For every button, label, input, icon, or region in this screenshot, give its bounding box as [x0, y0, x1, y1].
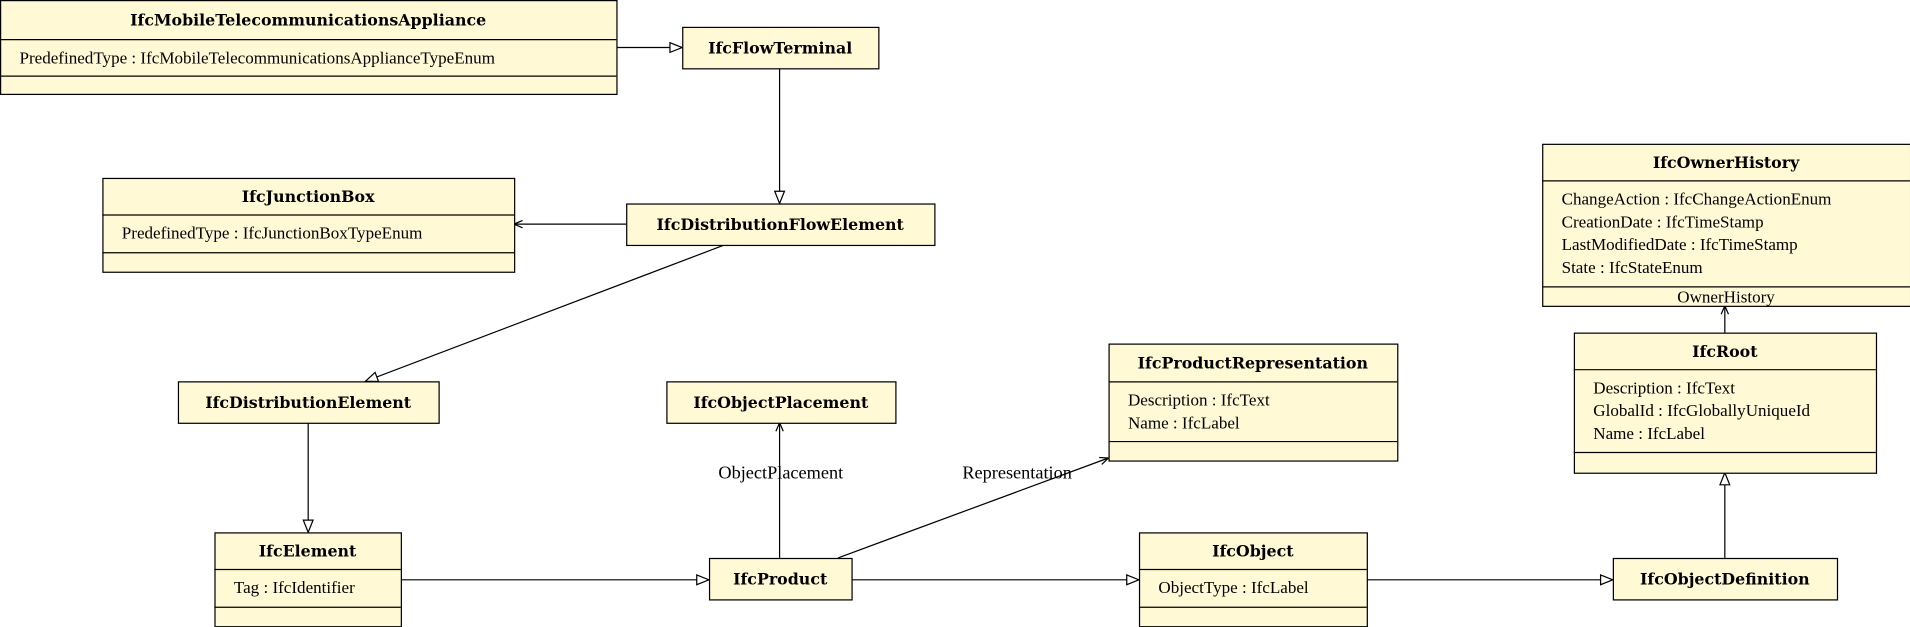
- class-box: [1542, 143, 1910, 307]
- class-name: IfcMobileTelecommunicationsAppliance: [130, 11, 486, 30]
- edge-label-objectplacement: ObjectPlacement: [718, 463, 843, 483]
- class-placement[interactable]: IfcObjectPlacement: [666, 381, 897, 424]
- edge-label-representation: Representation: [962, 463, 1072, 483]
- class-attribute: Description : IfcText: [1128, 391, 1270, 410]
- class-flowterminal[interactable]: IfcFlowTerminal: [682, 26, 880, 70]
- class-attribute: Name : IfcLabel: [1593, 424, 1705, 443]
- edges: ObjectPlacement Representation: [308, 48, 1725, 580]
- class-box: [102, 177, 516, 273]
- class-box: [1612, 557, 1839, 601]
- class-name: IfcRoot: [1692, 342, 1758, 361]
- class-name: IfcJunctionBox: [242, 187, 375, 206]
- class-name: IfcFlowTerminal: [708, 39, 852, 58]
- class-name: IfcProductRepresentation: [1138, 353, 1369, 372]
- class-box: [1138, 532, 1368, 627]
- class-attribute: State : IfcStateEnum: [1562, 258, 1703, 277]
- edge-dfe-to-distel: [365, 244, 725, 381]
- class-attribute: GlobalId : IfcGloballyUniqueId: [1593, 401, 1810, 420]
- class-box: [626, 203, 936, 247]
- class-name: IfcProduct: [733, 570, 828, 589]
- class-name: IfcOwnerHistory: [1653, 153, 1800, 172]
- class-name: IfcObject: [1212, 542, 1294, 561]
- class-box: [0, 0, 618, 96]
- class-name: IfcObjectDefinition: [1640, 570, 1810, 589]
- class-box: [666, 381, 897, 424]
- class-box: [682, 26, 880, 70]
- class-name: IfcDistributionFlowElement: [657, 215, 905, 234]
- class-box: [1573, 332, 1878, 474]
- class-attribute: Description : IfcText: [1593, 378, 1735, 397]
- edge-product-to-representation: [837, 458, 1108, 559]
- class-attribute: PredefinedType : IfcJunctionBoxTypeEnum: [122, 224, 423, 243]
- class-name: IfcObjectPlacement: [693, 393, 869, 412]
- class-attribute: ObjectType : IfcLabel: [1158, 578, 1309, 597]
- class-name: IfcDistributionElement: [205, 393, 412, 412]
- class-objdef[interactable]: IfcObjectDefinition: [1612, 557, 1839, 601]
- class-attribute: Name : IfcLabel: [1128, 413, 1240, 432]
- class-attribute: PredefinedType : IfcMobileTelecommunicat…: [19, 48, 494, 67]
- class-product[interactable]: IfcProduct: [708, 557, 853, 601]
- class-attribute: CreationDate : IfcTimeStamp: [1562, 212, 1764, 231]
- class-dfe[interactable]: IfcDistributionFlowElement: [626, 203, 936, 247]
- class-attribute: ChangeAction : IfcChangeActionEnum: [1562, 190, 1832, 209]
- class-mobile[interactable]: IfcMobileTelecommunicationsAppliancePred…: [0, 0, 618, 96]
- class-box: [214, 532, 402, 627]
- class-footer: OwnerHistory: [1677, 288, 1775, 307]
- class-distel[interactable]: IfcDistributionElement: [177, 381, 440, 424]
- class-attribute: Tag : IfcIdentifier: [234, 578, 355, 597]
- class-box: [177, 381, 440, 424]
- class-name: IfcElement: [259, 542, 357, 561]
- class-box: [708, 557, 853, 601]
- class-attribute: LastModifiedDate : IfcTimeStamp: [1562, 235, 1798, 254]
